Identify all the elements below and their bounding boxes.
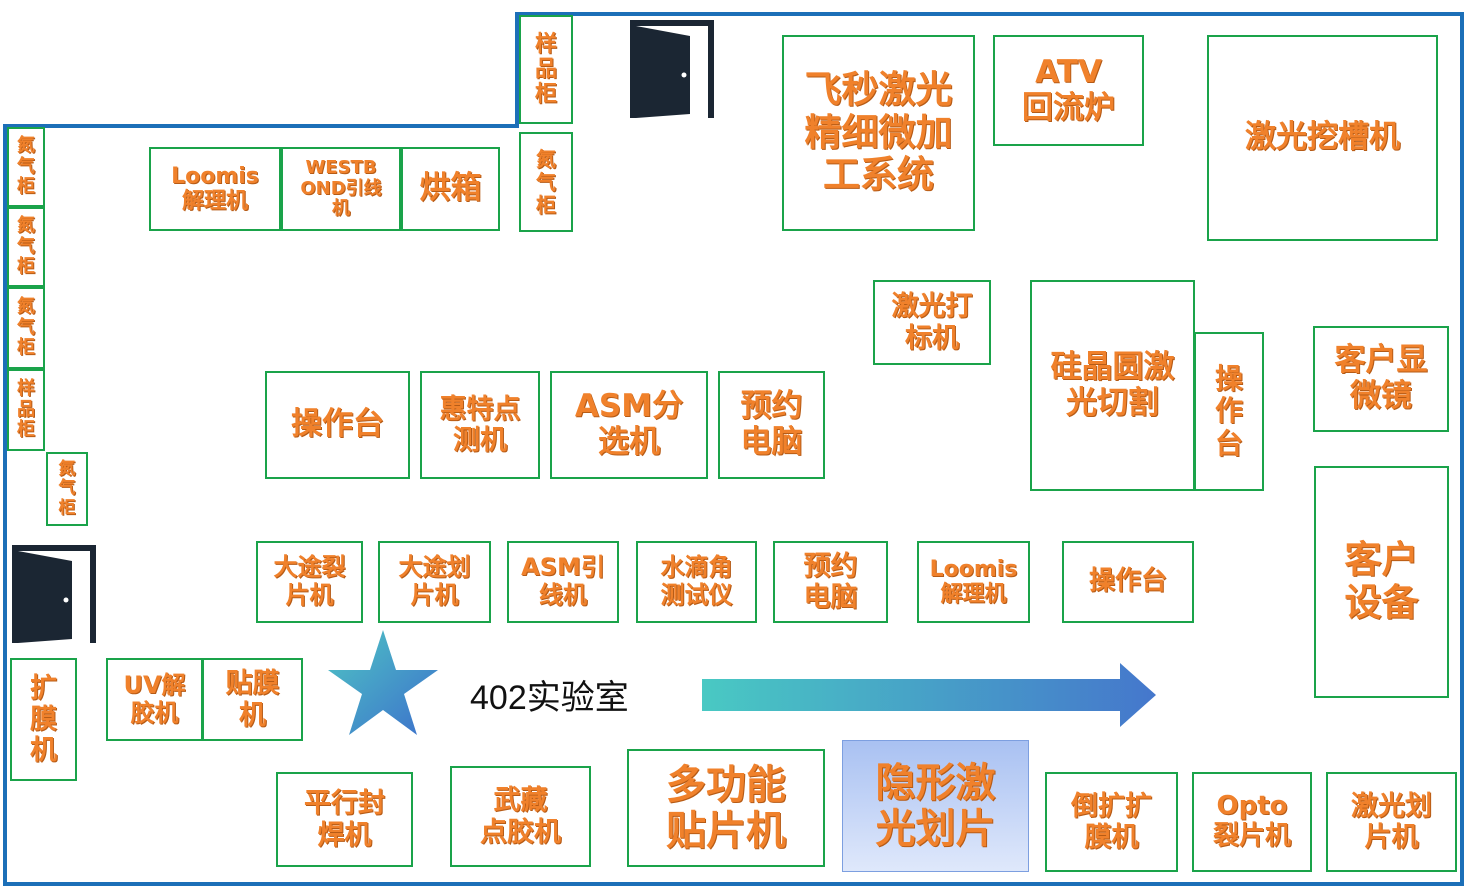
room-operation-vertical: 操 作 台 (1194, 332, 1264, 491)
room-label: Opto 裂片机 (1212, 791, 1291, 851)
room-label: 硅晶圆激 光切割 (1050, 348, 1175, 421)
room-label: Loomis 解理机 (929, 556, 1018, 607)
room-label: 预约 电脑 (803, 550, 858, 613)
room-label: 激光挖槽机 (1245, 119, 1400, 156)
room-label: 氮 气 柜 (17, 295, 35, 359)
room-loomis-1: Loomis 解理机 (149, 147, 281, 231)
room-label: 大途裂 片机 (273, 553, 346, 609)
room-label: ASM分 选机 (574, 388, 684, 460)
door-icon (628, 18, 720, 120)
room-customer-microscope: 客户显 微镜 (1313, 326, 1449, 432)
room-atv-reflow: ATV 回流炉 (993, 35, 1144, 146)
room-label: 操作台 (1088, 566, 1167, 597)
room-uv-debonder: UV解 胶机 (106, 658, 203, 741)
room-seam-sealer: 平行封 焊机 (276, 772, 413, 867)
room-label: 操作台 (291, 406, 384, 443)
room-nitrogen-1: 氮 气 柜 (7, 127, 45, 207)
room-label: 客户显 微镜 (1334, 342, 1428, 414)
room-label: 氮 气 柜 (536, 146, 556, 217)
room-multi-die-bonder: 多功能 贴片机 (627, 749, 825, 867)
room-label: 惠特点 测机 (439, 393, 521, 456)
room-label: 武藏 点胶机 (480, 785, 561, 848)
room-sample-left: 样 品 柜 (7, 369, 45, 451)
room-label: 激光划 片机 (1351, 790, 1432, 853)
room-label: 飞秒激光 精细微加 工系统 (804, 68, 953, 197)
room-booking-pc-2: 预约 电脑 (773, 541, 888, 623)
room-label: Loomis 解理机 (171, 163, 259, 214)
room-label: 激光打 标机 (891, 291, 973, 354)
room-label: UV解 胶机 (123, 670, 186, 727)
room-laser-scriber: 激光划 片机 (1326, 772, 1457, 872)
room-nitrogen-4: 氮 气 柜 (46, 452, 88, 526)
room-operation-1: 操作台 (265, 371, 410, 479)
room-label: 大途划 片机 (398, 553, 471, 609)
room-asm-wire-bonder: ASM引 线机 (507, 541, 619, 623)
room-femtosecond-laser: 飞秒激光 精细微加 工系统 (782, 35, 975, 231)
room-label: WESTB OND引线 机 (300, 156, 382, 220)
room-contact-angle: 水滴角 测试仪 (636, 541, 757, 623)
room-opto-cleaver: Opto 裂片机 (1192, 772, 1312, 872)
room-daz-scriber: 大途划 片机 (378, 541, 491, 623)
room-stealth-dicing: 隐形激 光划片 (842, 740, 1029, 872)
room-loomis-2: Loomis 解理机 (917, 541, 1030, 623)
room-label: 多功能 贴片机 (666, 762, 786, 854)
room-nitrogen-3: 氮 气 柜 (7, 287, 45, 369)
room-laser-marking: 激光打 标机 (873, 280, 991, 365)
room-label: 氮 气 柜 (58, 458, 76, 518)
door-icon (10, 543, 102, 645)
room-nitrogen-2: 氮 气 柜 (7, 207, 45, 287)
room-asm-sorter: ASM分 选机 (550, 371, 708, 479)
room-customer-equipment: 客户 设备 (1314, 466, 1449, 698)
room-label: 客户 设备 (1344, 538, 1419, 624)
room-nitrogen-cabinet-top: 氮 气 柜 (519, 132, 573, 232)
room-label: 烘箱 (419, 170, 482, 207)
room-label: 样 品 柜 (17, 377, 35, 441)
room-label: 倒扩扩 膜机 (1071, 790, 1152, 853)
room-laminator: 贴膜 机 (202, 658, 303, 741)
room-label: 样 品 柜 (534, 31, 557, 108)
arrow-right-icon (700, 662, 1158, 728)
room-westbond: WESTB OND引线 机 (281, 147, 401, 231)
room-label: 扩 膜 机 (30, 672, 57, 767)
room-label: 水滴角 测试仪 (660, 553, 733, 609)
room-expander: 扩 膜 机 (10, 658, 77, 781)
room-wafer-laser-cut: 硅晶圆激 光切割 (1030, 280, 1195, 491)
room-musashi-dispenser: 武藏 点胶机 (450, 766, 591, 867)
room-laser-grooving: 激光挖槽机 (1207, 35, 1438, 241)
room-label: ASM引 线机 (521, 553, 605, 609)
room-label: 隐形激 光划片 (875, 760, 996, 852)
room-label: 平行封 焊机 (304, 788, 385, 851)
room-operation-2: 操作台 (1062, 541, 1194, 623)
room-booking-pc-1: 预约 电脑 (718, 371, 825, 479)
room-oven: 烘箱 (401, 147, 500, 231)
lab-title: 402实验室 (470, 679, 629, 717)
room-sample-cabinet-top: 样 品 柜 (519, 15, 573, 124)
room-label: 氮 气 柜 (17, 214, 35, 278)
room-inverted-expander: 倒扩扩 膜机 (1045, 772, 1178, 872)
room-label: ATV 回流炉 (1022, 53, 1115, 126)
room-label: 贴膜 机 (225, 668, 280, 731)
star-icon (326, 628, 440, 738)
room-hwt-prober: 惠特点 测机 (420, 371, 540, 479)
room-label: 氮 气 柜 (17, 134, 35, 198)
room-label: 操 作 台 (1214, 362, 1243, 460)
room-label: 预约 电脑 (740, 388, 803, 460)
room-daz-cleaver: 大途裂 片机 (256, 541, 363, 623)
